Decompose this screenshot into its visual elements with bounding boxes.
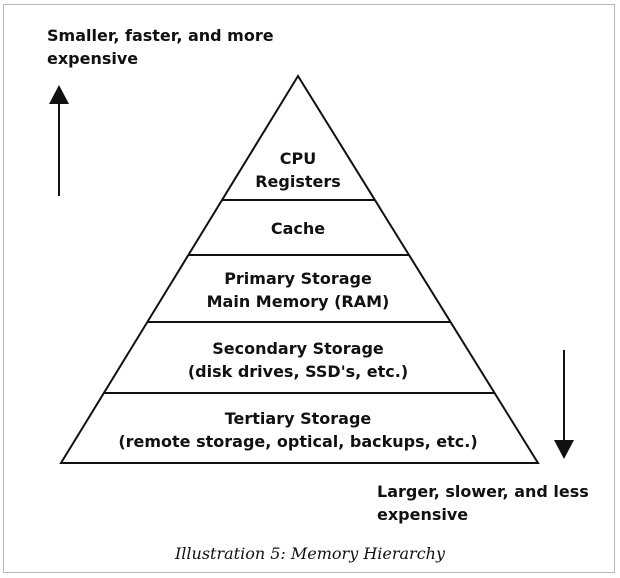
tier-cpu-label: CPU (280, 149, 316, 168)
tier-primary-sublabel: Main Memory (RAM) (207, 292, 390, 311)
tier-cache-label: Cache (271, 219, 325, 238)
tier-tertiary-label: Tertiary Storage (225, 409, 372, 428)
slower-cost-note-line1: Larger, slower, and less (377, 482, 589, 501)
tier-secondary-sublabel: (disk drives, SSD's, etc.) (188, 362, 408, 381)
slower-cost-note-line2: expensive (377, 505, 469, 524)
pyramid-outline (59, 74, 540, 464)
faster-cost-note: Smaller, faster, and more expensive (47, 24, 287, 70)
tier-primary-label: Primary Storage (224, 269, 372, 288)
figure-frame (3, 4, 615, 573)
tier-secondary-label: Secondary Storage (212, 339, 384, 358)
down-arrow-icon (554, 350, 574, 459)
tier-tertiary-sublabel: (remote storage, optical, backups, etc.) (118, 432, 477, 451)
faster-cost-note-line1: Smaller, faster, and more (47, 26, 274, 45)
figure-caption: Illustration 5: Memory Hierarchy (174, 544, 446, 563)
faster-cost-note-line2: expensive (47, 49, 139, 68)
tier-cpu-sublabel: Registers (255, 172, 341, 191)
up-arrow-icon (49, 85, 69, 196)
slower-cost-note: Larger, slower, and less expensive (377, 480, 597, 526)
